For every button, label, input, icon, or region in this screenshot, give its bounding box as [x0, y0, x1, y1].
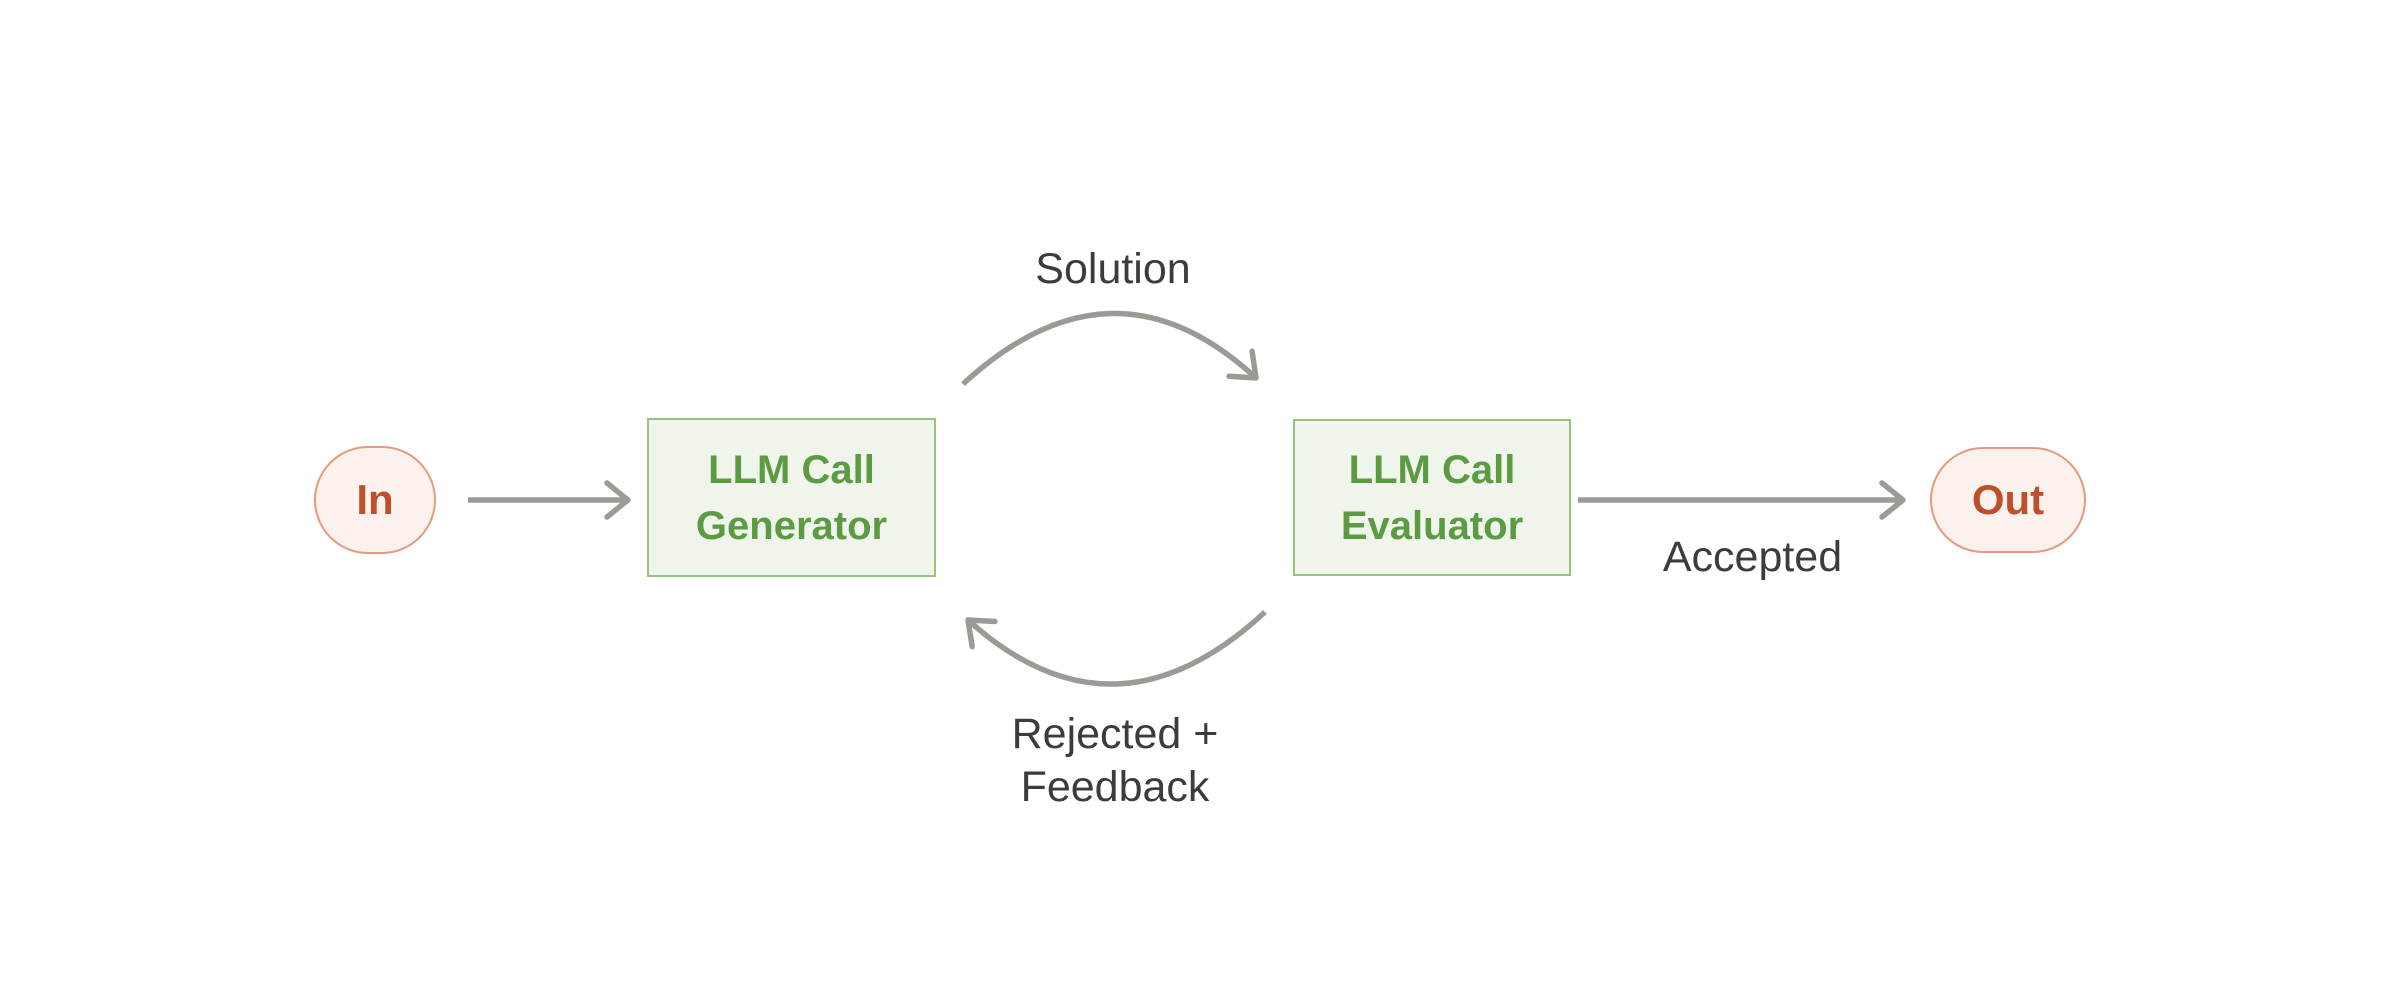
accepted-edge-label: Accepted: [1662, 533, 1843, 581]
node-out-label: Out: [1971, 476, 2045, 523]
node-llm-call-generator: LLM Call Generator: [647, 418, 936, 577]
node-in-label: In: [356, 476, 394, 523]
node-in: In: [314, 446, 436, 554]
solution-edge-label: Solution: [1035, 245, 1191, 293]
node-llm-call-evaluator: LLM Call Evaluator: [1293, 419, 1571, 576]
rejected-feedback-edge-label: Rejected + Feedback: [1011, 710, 1219, 811]
node-out: Out: [1930, 447, 2086, 553]
rejected-feedback-curved-arrow: [965, 609, 1267, 687]
node-evaluator-label: LLM Call Evaluator: [1340, 447, 1524, 548]
node-generator-label: LLM Call Generator: [695, 447, 888, 548]
solution-curved-arrow: [961, 310, 1259, 387]
